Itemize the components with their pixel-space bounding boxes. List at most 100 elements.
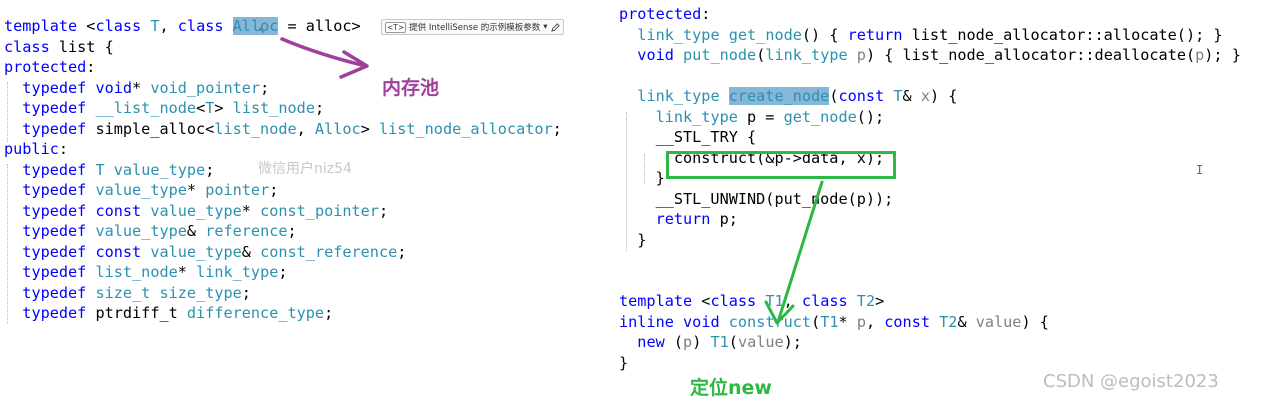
code-line: template <class T, class Alloc = alloc> <box>4 16 361 37</box>
code-token: ; <box>278 263 288 281</box>
code-token: template <box>619 292 693 310</box>
code-token: reference <box>205 222 288 240</box>
code-token: p <box>683 333 693 351</box>
code-token: construct <box>728 312 812 331</box>
code-token: value_type <box>113 160 206 179</box>
code-token: new <box>637 333 665 351</box>
code-token: , <box>865 312 885 331</box>
code-token: get_node <box>728 25 802 44</box>
right-code-editor[interactable]: protected: link_type get_node ( ) { return… <box>612 0 1263 405</box>
code-token: ; <box>241 283 251 302</box>
code-token: T1 <box>765 292 784 310</box>
code-token: ; <box>269 181 279 199</box>
code-token: ; <box>552 119 562 138</box>
code-token: typedef <box>22 201 87 220</box>
code-token: link_type <box>196 263 279 281</box>
code-token: __list_node <box>95 99 197 117</box>
code-line: typedef ptrdiff_t difference_type; <box>4 303 333 324</box>
code-line: } <box>619 168 665 189</box>
code-line: typedef value_type* pointer; <box>4 180 278 201</box>
code-line: class list { <box>4 37 114 58</box>
indent-guide <box>7 164 8 324</box>
left-code-editor[interactable]: template <class T, class Alloc = alloc>c… <box>0 0 600 405</box>
code-token: protected <box>4 58 87 76</box>
code-token: T2 <box>856 292 876 310</box>
code-token: ( <box>728 333 738 351</box>
code-token: > <box>360 119 379 138</box>
code-line: } <box>619 230 646 251</box>
code-token: > <box>214 99 233 117</box>
code-token: * <box>186 181 206 199</box>
code-token: (); <box>856 107 885 126</box>
placement-new-arrow <box>764 180 824 325</box>
code-line: template <class T1, class T2> <box>619 291 884 312</box>
code-token: p = <box>737 107 784 126</box>
code-token: & <box>241 242 261 261</box>
code-line: new (p) T1(value); <box>619 332 802 353</box>
code-token: ( <box>811 312 821 331</box>
code-line: typedef const value_type* const_pointer; <box>4 201 388 222</box>
code-token: void_pointer <box>150 78 261 97</box>
code-token: Alloc <box>232 17 279 35</box>
code-token: return <box>847 25 903 44</box>
code-token: size_t <box>95 283 151 302</box>
code-token: ; <box>260 78 270 97</box>
code-token: __STL_TRY { <box>619 128 757 146</box>
code-token: class <box>801 292 848 310</box>
code-line: protected: <box>4 57 95 78</box>
memory-pool-label: 内存池 <box>382 77 440 99</box>
code-token: difference_type <box>186 304 325 322</box>
code-token: ptrdiff_t <box>86 304 187 322</box>
code-line: protected: <box>619 4 710 25</box>
code-token: p; <box>710 210 738 228</box>
code-token: & <box>902 87 921 105</box>
code-token: typedef <box>22 160 87 179</box>
indent-guide <box>626 112 627 252</box>
code-token: > <box>875 292 885 310</box>
code-token: protected <box>619 5 702 23</box>
code-token: class <box>4 37 50 56</box>
dropdown-arrow-icon[interactable]: ▾ <box>543 22 548 32</box>
construct-call-highlight-box <box>666 151 896 179</box>
code-token: ; <box>205 160 215 179</box>
code-token: ; <box>324 304 334 322</box>
code-token: link_type <box>765 46 848 64</box>
code-line: __STL_TRY { <box>619 127 757 148</box>
code-token: T1 <box>710 333 729 351</box>
code-token: simple_alloc< <box>86 119 215 138</box>
code-token: link_type <box>655 107 738 126</box>
code-token: link_type <box>637 87 720 105</box>
code-token: list_node <box>95 263 178 281</box>
code-token: void <box>95 78 133 97</box>
code-token: ); <box>783 333 802 351</box>
code-token: typedef <box>22 78 87 97</box>
code-token: p <box>856 46 866 64</box>
code-token: ); } <box>1204 46 1241 64</box>
code-token: list_node_allocator <box>378 119 553 138</box>
code-token: T2 <box>939 312 958 331</box>
intellisense-template-tooltip[interactable]: <T> 提供 IntelliSense 的示例模板参数 ▾ <box>381 19 564 35</box>
code-token: * <box>838 312 857 331</box>
placement-new-label: 定位new <box>690 377 772 399</box>
pencil-icon[interactable] <box>550 22 560 32</box>
code-token: ) { <box>1021 312 1049 331</box>
code-token: ( <box>829 87 839 105</box>
code-token: value <box>975 312 1022 331</box>
code-token: } <box>619 353 629 372</box>
code-line: typedef value_type& reference; <box>4 221 296 242</box>
code-token: T <box>205 99 215 117</box>
code-line: link_type create_node(const T& x) { <box>619 86 957 107</box>
code-token: ; <box>314 99 325 117</box>
code-token: value_type <box>95 222 187 240</box>
code-token: value_type <box>150 242 242 261</box>
wechat-user-watermark: 微信用户niz54 <box>258 161 352 177</box>
code-token: = alloc> <box>278 17 361 35</box>
code-line: link_type p = get_node(); <box>619 107 885 128</box>
code-token: public <box>4 140 59 158</box>
code-line: typedef __list_node<T> list_node; <box>4 98 324 119</box>
indent-guide <box>7 82 8 142</box>
code-token: p <box>856 312 866 331</box>
code-token: Alloc <box>314 119 361 138</box>
code-token: class <box>177 17 224 35</box>
code-line: __STL_UNWIND(put_node(p)); <box>619 189 894 210</box>
